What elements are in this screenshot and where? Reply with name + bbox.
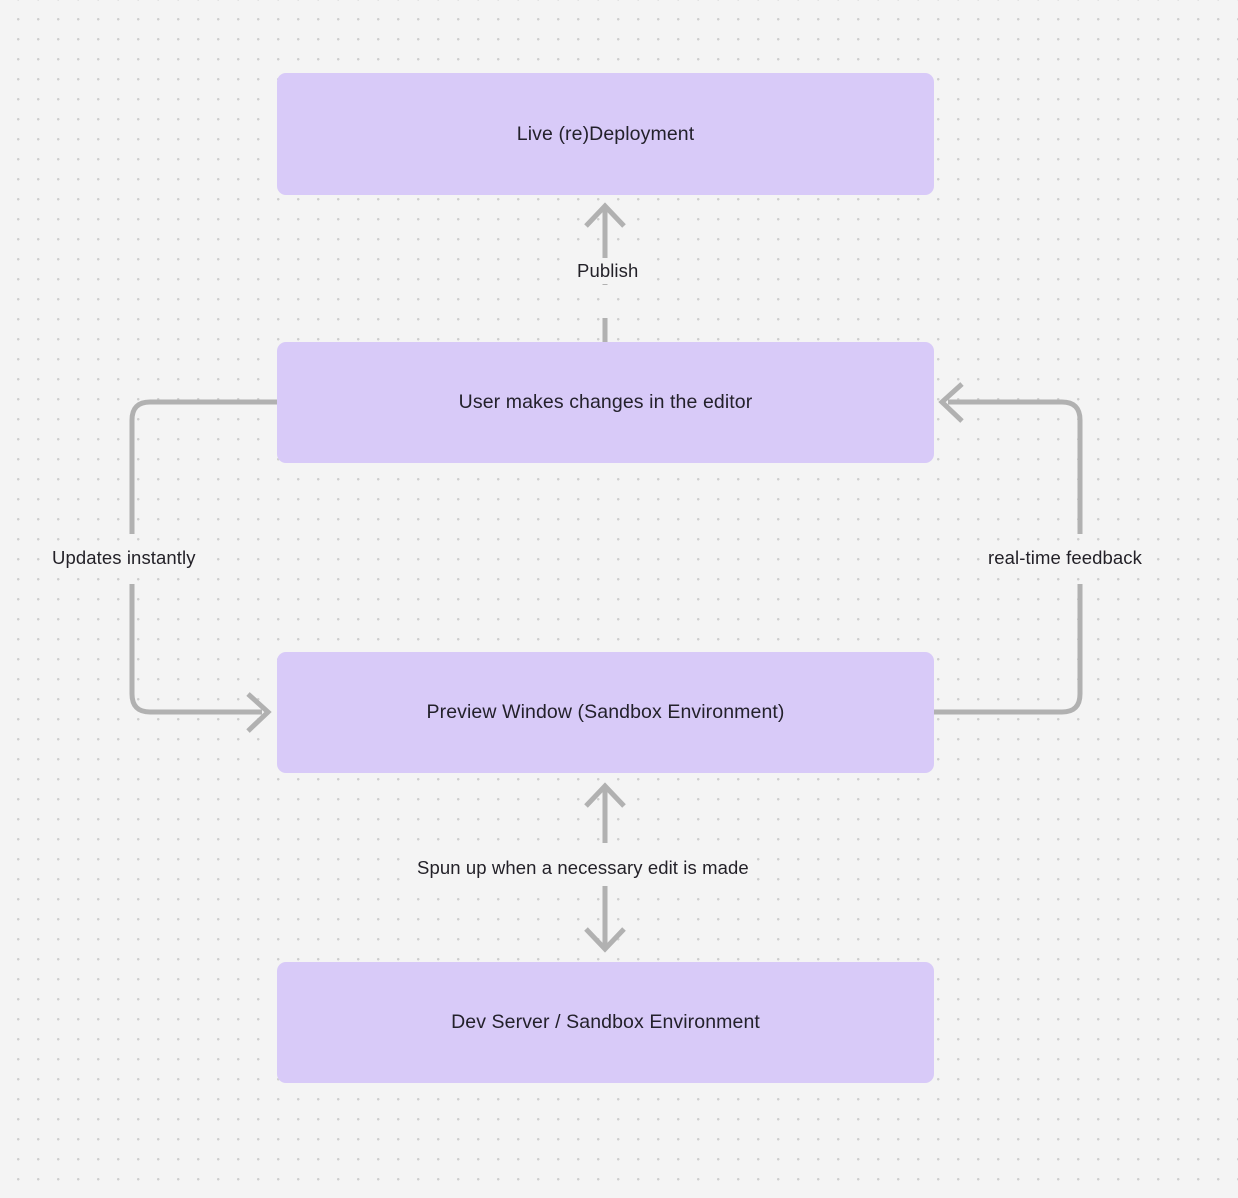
node-dev-server[interactable]: Dev Server / Sandbox Environment — [277, 962, 934, 1083]
node-live-redeployment-label: Live (re)Deployment — [516, 122, 695, 145]
node-live-redeployment[interactable]: Live (re)Deployment — [277, 73, 934, 195]
node-user-makes-changes[interactable]: User makes changes in the editor — [277, 342, 934, 463]
node-dev-server-label: Dev Server / Sandbox Environment — [451, 1011, 760, 1034]
node-preview-window-label: Preview Window (Sandbox Environment) — [426, 701, 785, 724]
edge-label-publish: Publish — [571, 258, 645, 285]
edge-label-spun-up: Spun up when a necessary edit is made — [411, 855, 755, 882]
node-user-makes-changes-label: User makes changes in the editor — [458, 391, 753, 414]
edge-label-real-time-feedback: real-time feedback — [982, 545, 1148, 572]
edge-label-updates-instantly: Updates instantly — [46, 545, 202, 572]
node-preview-window[interactable]: Preview Window (Sandbox Environment) — [277, 652, 934, 773]
